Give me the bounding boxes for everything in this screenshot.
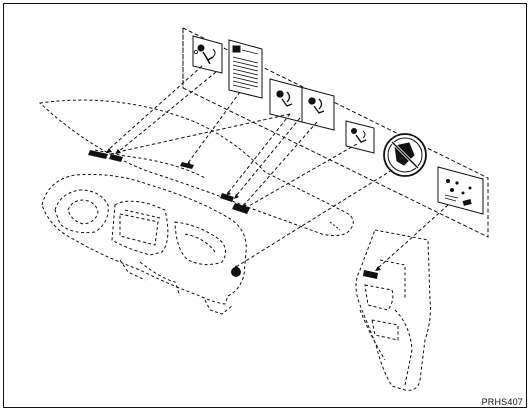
label-airbag-sun-visor: [192, 35, 223, 74]
diagram-frame: [3, 3, 527, 408]
visor-labels: [88, 150, 250, 214]
figure-reference-code: PRHS407: [481, 397, 523, 407]
airbag-warning-icon: [197, 44, 205, 52]
label-door-side-airbag: [437, 166, 484, 215]
windshield-header-outline: [38, 99, 354, 237]
door-label-spot: [363, 270, 378, 279]
text-sheet-icon: [232, 45, 241, 53]
panel-markers: [193, 50, 198, 55]
side-airbag-info-icon: [446, 179, 472, 206]
connector-marks: [329, 221, 341, 231]
label-airbag-small: [345, 120, 375, 154]
label-child-seat-prohibition: [383, 133, 427, 177]
airbag-warning-pair-icon: [276, 90, 325, 114]
label-instruction-sheet: [228, 39, 263, 99]
airbag-indicator-spot: [231, 267, 241, 277]
label-passenger-airbag-pair: [269, 78, 335, 131]
label-panel: [182, 27, 489, 238]
leader-lines: [107, 65, 449, 269]
dashboard-outline: [41, 173, 247, 315]
airbag-warning-icon: [351, 128, 357, 134]
door-trim-outline: [355, 229, 431, 391]
